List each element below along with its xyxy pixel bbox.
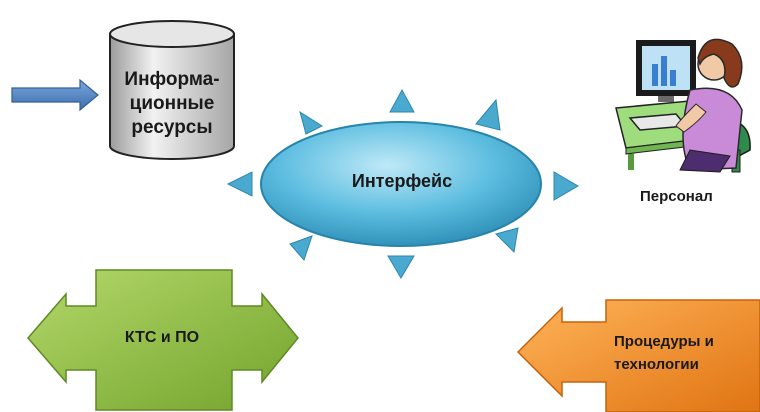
database-cylinder (109, 20, 235, 160)
ray-bottom (387, 255, 415, 279)
interface-rays (226, 88, 579, 279)
hardware-software-label: КТС и ПО (124, 329, 200, 346)
ray-top (389, 88, 415, 113)
hardware-software-arrow (27, 269, 299, 411)
ray-bottom-left (289, 235, 313, 261)
ray-left (226, 171, 253, 197)
interface-label: Интерфейс (351, 171, 453, 191)
ray-right (553, 171, 579, 201)
ray-top-right (475, 98, 501, 131)
staff-illustration (615, 38, 751, 173)
ray-top-left (299, 110, 324, 135)
procedures-arrow (516, 299, 760, 412)
database-label: Информа- ционные ресурсы (124, 69, 220, 138)
ray-bottom-right (495, 227, 519, 254)
staff-label: Персонал (640, 188, 713, 205)
procedures-label: Процедуры и технологии (614, 333, 714, 374)
interface-ellipse (260, 121, 542, 247)
input-arrow (11, 78, 99, 112)
